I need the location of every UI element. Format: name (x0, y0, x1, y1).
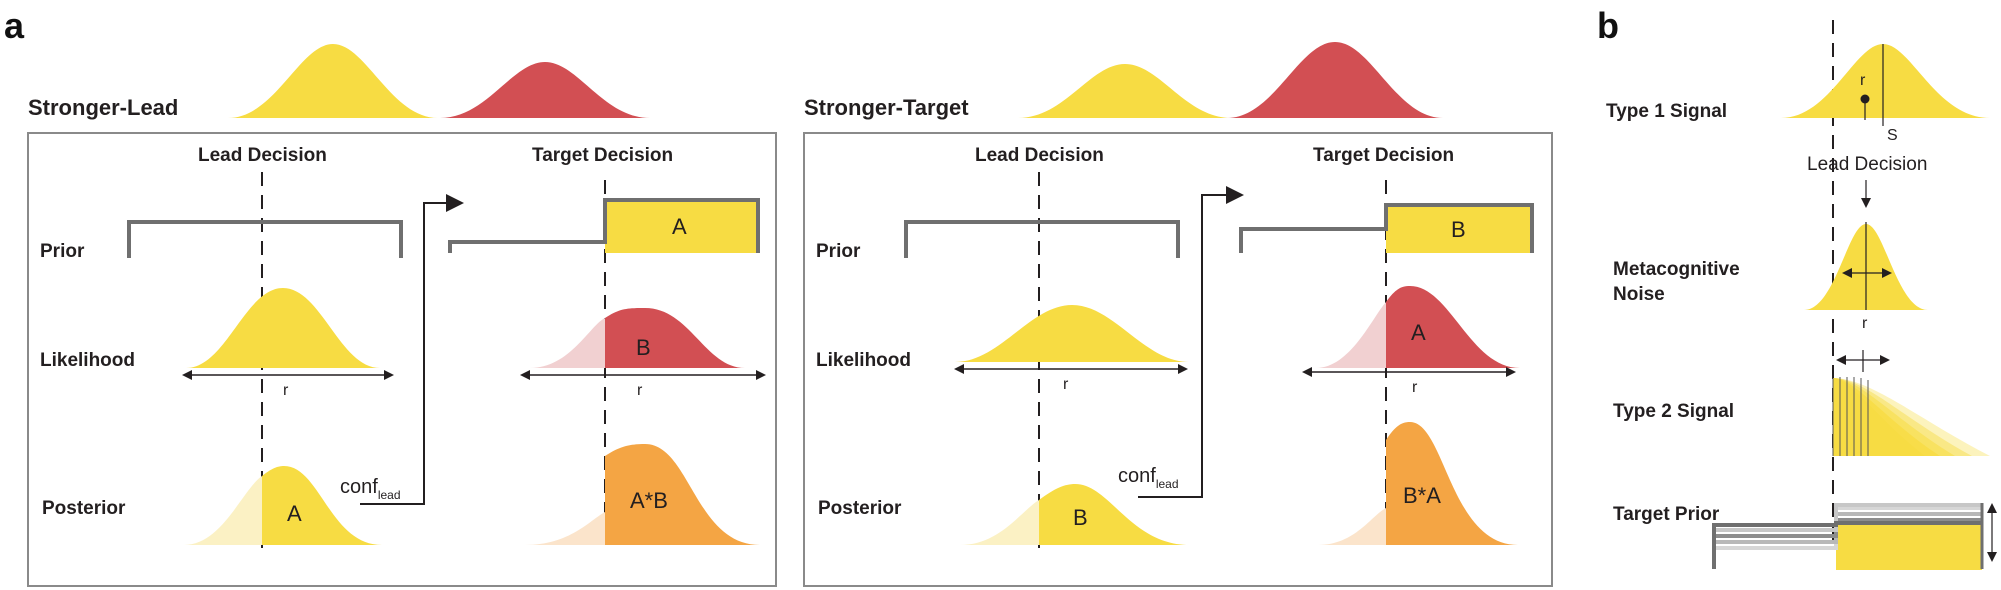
row-prior-right: Prior (816, 241, 861, 262)
header-red-gaussian-left (440, 62, 650, 118)
row-prior-left: Prior (40, 241, 85, 262)
conf-lead-right: conflead (1118, 465, 1179, 491)
stronger-target-group: Stronger-Target Lead Decision Target Dec… (803, 42, 1553, 587)
likelihood-target-gaussian-right (1386, 286, 1520, 368)
row-posterior-left: Posterior (42, 498, 126, 519)
conf-arrow-left (360, 194, 464, 505)
likelihood-target-label-right: A (1411, 320, 1426, 345)
prior-target-step-left (448, 198, 760, 253)
r-lead-left: r (283, 382, 289, 399)
r-lead-right: r (1063, 376, 1069, 393)
posterior-lead-label-left: A (287, 501, 302, 526)
header-yellow-gaussian-left (228, 44, 438, 118)
prior-target-step-right (1239, 203, 1534, 253)
r-target-right: r (1412, 379, 1418, 396)
posterior-target-pale-left (525, 512, 605, 545)
row-likelihood-left: Likelihood (40, 350, 135, 371)
likelihood-lead-gaussian-left (186, 288, 380, 368)
panel-letter-a: a (4, 5, 25, 46)
b-row-noise-2: Noise (1613, 284, 1665, 305)
posterior-target-gaussian-right (1386, 422, 1518, 545)
posterior-target-pale-right (1318, 508, 1386, 545)
b-r-top: r (1860, 72, 1866, 89)
b-type1-gaussian (1781, 44, 1990, 118)
b-target-prior (1712, 503, 1997, 570)
posterior-lead-gaussian-right (1039, 484, 1190, 545)
condition-title-left: Stronger-Lead (28, 95, 178, 120)
likelihood-lead-gaussian-right (955, 305, 1189, 362)
col-head-target-right: Target Decision (1313, 145, 1454, 166)
col-head-lead-right: Lead Decision (975, 145, 1104, 166)
conf-arrow-right (1138, 186, 1244, 498)
prior-target-label-left: A (672, 214, 687, 239)
prior-target-label-right: B (1451, 217, 1466, 242)
row-posterior-right: Posterior (818, 498, 902, 519)
stronger-lead-group: Stronger-Lead Lead Decision Target Decis… (27, 44, 777, 587)
posterior-target-gaussian-left (605, 444, 760, 545)
col-head-target-left: Target Decision (532, 145, 673, 166)
prior-target-box-right (1386, 205, 1532, 253)
panel-b-group: Type 1 Signal Metacognitive Noise Type 2… (1606, 20, 1997, 570)
prior-flat-bracket-left (127, 220, 403, 258)
posterior-lead-pale-left (184, 476, 262, 545)
likelihood-target-label-left: B (636, 335, 651, 360)
row-likelihood-right: Likelihood (816, 350, 911, 371)
b-lead-decision: Lead Decision (1807, 154, 1927, 175)
b-row-type2: Type 2 Signal (1613, 401, 1734, 422)
posterior-target-label-right: B*A (1403, 483, 1441, 508)
b-row-noise-1: Metacognitive (1613, 259, 1740, 280)
b-row-prior: Target Prior (1613, 504, 1720, 525)
col-head-lead-left: Lead Decision (198, 145, 327, 166)
frame-right (803, 132, 1553, 587)
b-s-label: S (1887, 127, 1898, 144)
b-type2-signal (1832, 350, 1990, 456)
prior-target-box-left (605, 200, 758, 253)
condition-title-right: Stronger-Target (804, 95, 969, 120)
header-red-gaussian-right (1227, 42, 1443, 118)
prior-flat-bracket-right (904, 220, 1180, 258)
b-r-noise: r (1862, 315, 1868, 332)
posterior-target-label-left: A*B (630, 488, 668, 513)
posterior-lead-gaussian-left (262, 466, 382, 545)
b-row-type1: Type 1 Signal (1606, 101, 1727, 122)
likelihood-target-pale-left (530, 318, 605, 368)
header-yellow-gaussian-right (1018, 64, 1232, 118)
panel-letter-b: b (1597, 5, 1619, 46)
posterior-lead-label-right: B (1073, 505, 1088, 530)
likelihood-target-gaussian-left (605, 308, 745, 368)
conf-lead-left: conflead (340, 476, 401, 502)
frame-left (27, 132, 777, 587)
likelihood-target-pale-right (1316, 302, 1386, 368)
r-target-left: r (637, 382, 643, 399)
posterior-lead-pale-right (960, 500, 1039, 545)
